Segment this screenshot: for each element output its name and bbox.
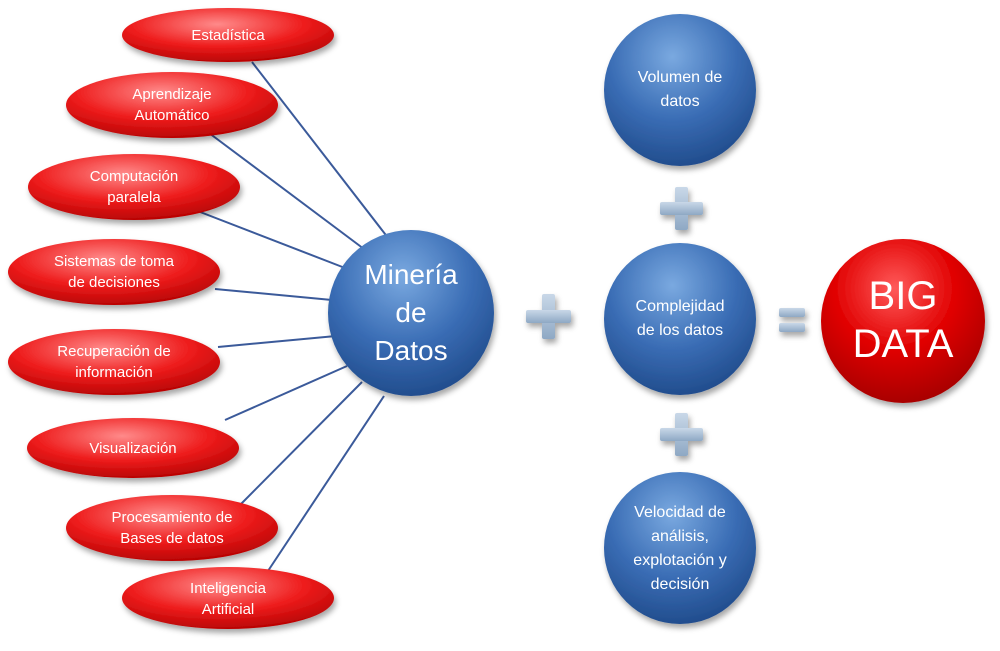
connector-line-sistemas [214, 288, 333, 301]
discipline-node-procesamiento [66, 495, 278, 561]
connector-line-recuperacion [217, 335, 337, 348]
connector-line-inteligencia [261, 395, 385, 581]
plus-operator-top [660, 187, 703, 230]
equals-operator [779, 308, 805, 332]
connector-line-aprendizaje [204, 129, 369, 253]
connector-line-computacion [194, 209, 346, 269]
discipline-node-visualizacion [27, 418, 239, 478]
connector-line-procesamiento [239, 381, 363, 506]
plus-operator-bottom [660, 413, 703, 456]
factor-node-complejidad [604, 243, 756, 395]
plus-operator-main [526, 294, 571, 339]
factor-node-velocidad [604, 472, 756, 624]
result-node-big-data [821, 239, 985, 403]
connector-line-estadistica [251, 61, 393, 244]
connector-line-visualizacion [224, 365, 348, 421]
discipline-node-inteligencia [122, 567, 334, 629]
discipline-node-sistemas [8, 239, 220, 305]
center-node-mineria [328, 230, 494, 396]
discipline-node-computacion [28, 154, 240, 220]
connector-lines [194, 61, 393, 581]
factor-node-volumen [604, 14, 756, 166]
discipline-node-recuperacion [8, 329, 220, 395]
discipline-node-aprendizaje [66, 72, 278, 138]
discipline-node-estadistica [122, 8, 334, 62]
